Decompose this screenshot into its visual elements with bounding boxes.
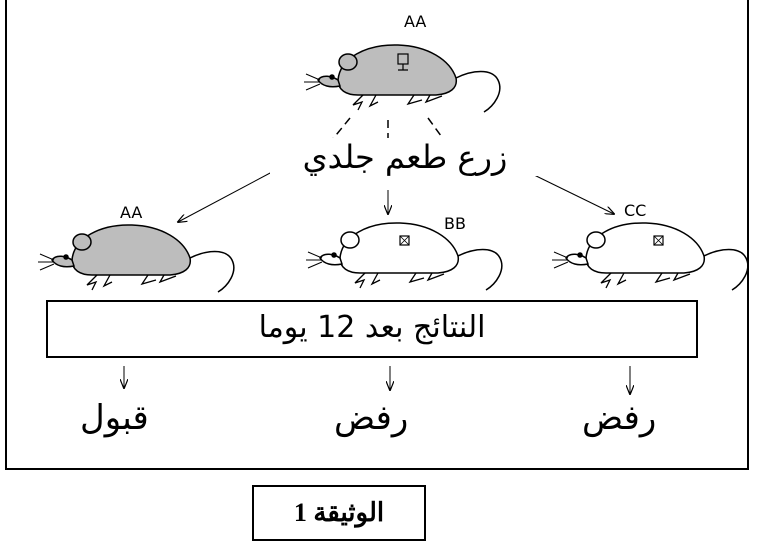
recipient-right-genotype: CC <box>624 201 646 220</box>
donor-mouse <box>303 44 501 113</box>
outcome-right: رفض <box>582 398 657 438</box>
recipient-mouse-right <box>551 222 749 291</box>
recipient-mouse-middle <box>305 222 503 291</box>
recipient-left-genotype: AA <box>120 203 142 222</box>
recipient-middle-genotype: BB <box>444 214 466 233</box>
outcome-middle: رفض <box>334 398 409 438</box>
results-box: النتائج بعد 12 يوما <box>46 300 698 358</box>
donor-genotype: AA <box>404 12 426 31</box>
arrow-to-left <box>178 171 273 222</box>
document-label: الوثيقة 1 <box>293 498 385 527</box>
results-label: النتائج بعد 12 يوما <box>258 310 486 345</box>
diagram-frame <box>5 0 749 470</box>
donor-stem-right <box>427 117 445 141</box>
graft-label: زرع طعم جلدي <box>270 138 540 176</box>
donor-stem-left <box>331 117 351 141</box>
arrow-to-right <box>527 171 614 214</box>
document-caption-box: الوثيقة 1 <box>252 485 426 541</box>
recipient-mouse-left <box>37 224 235 293</box>
outcome-left: قبول <box>80 398 149 438</box>
